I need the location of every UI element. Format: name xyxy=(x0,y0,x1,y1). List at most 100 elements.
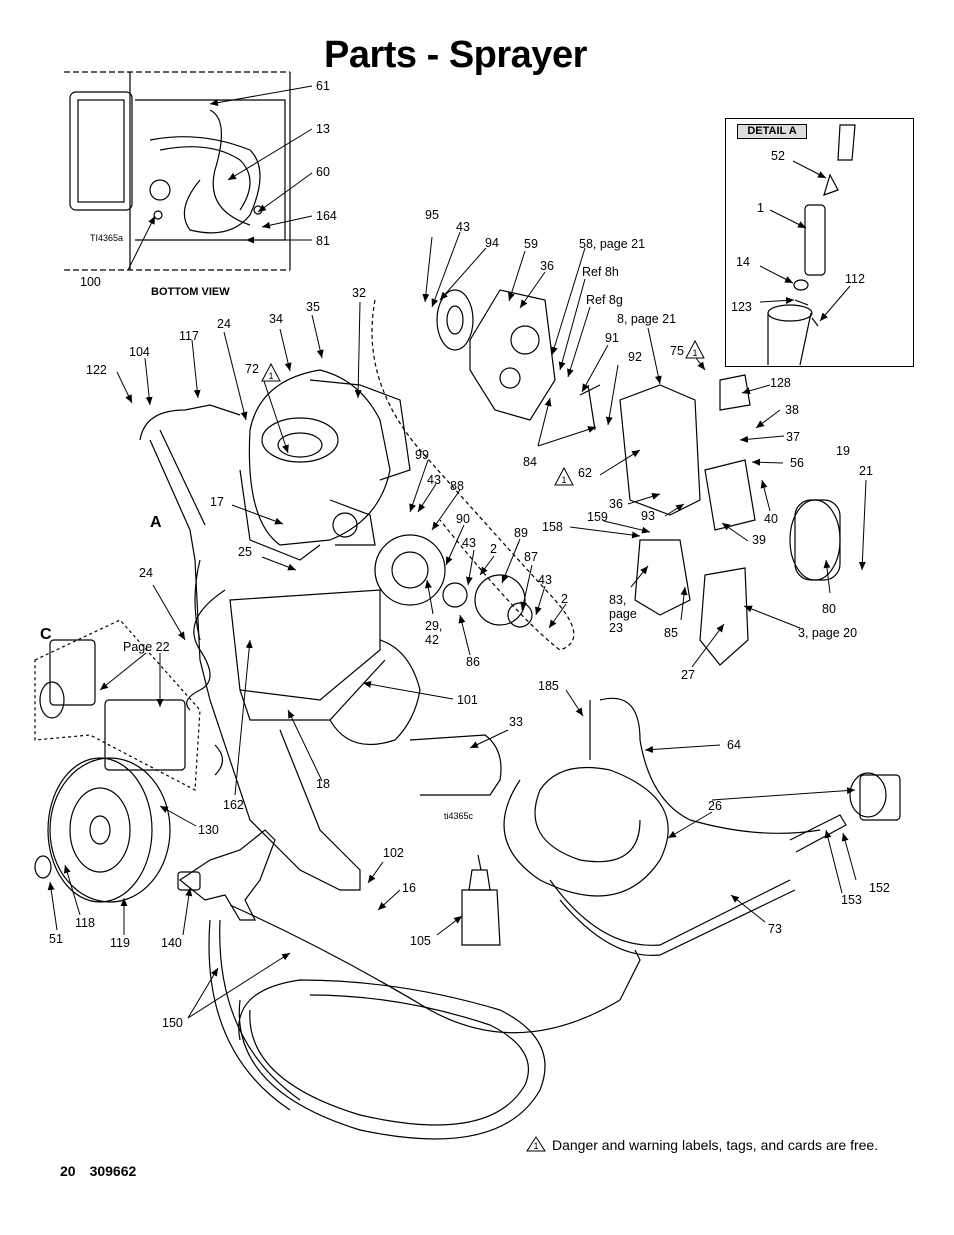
callout-88: 88 xyxy=(450,479,464,493)
callout-43: 43 xyxy=(462,536,476,550)
callout-40: 40 xyxy=(764,512,778,526)
callout-39: 39 xyxy=(752,533,766,547)
svg-text:1: 1 xyxy=(533,1141,538,1151)
callout-2: 2 xyxy=(561,592,568,606)
callout-87: 87 xyxy=(524,550,538,564)
callout-104: 104 xyxy=(129,345,150,359)
callout-91: 91 xyxy=(605,331,619,345)
warning-marker: 1 xyxy=(561,475,566,485)
callout-140: 140 xyxy=(161,936,182,950)
callout-26: 26 xyxy=(708,799,722,813)
callout-43: 43 xyxy=(538,573,552,587)
document-number: 309662 xyxy=(89,1163,137,1179)
callout-59: 59 xyxy=(524,237,538,251)
callout-150: 150 xyxy=(162,1016,183,1030)
callout-102: 102 xyxy=(383,846,404,860)
callout-60: 60 xyxy=(316,165,330,179)
callout-1: 1 xyxy=(757,201,764,215)
page-title: Parts - Sprayer xyxy=(324,34,587,76)
callout-75: 75 xyxy=(670,344,684,358)
callout-83: 83, page 23 xyxy=(609,593,637,635)
callout-34: 34 xyxy=(269,312,283,326)
callout-25: 25 xyxy=(238,545,252,559)
callout-36: 36 xyxy=(609,497,623,511)
bottom-view-label: BOTTOM VIEW xyxy=(151,286,230,298)
callout-35: 35 xyxy=(306,300,320,314)
callout-13: 13 xyxy=(316,122,330,136)
callout-95: 95 xyxy=(425,208,439,222)
detail-a-tag: DETAIL A xyxy=(737,124,807,139)
callout-29-42: 29, 42 xyxy=(425,619,443,647)
callout-130: 130 xyxy=(198,823,219,837)
callout-85: 85 xyxy=(664,626,678,640)
callout-14: 14 xyxy=(736,255,750,269)
warning-triangle-icon: 1 xyxy=(526,1136,546,1152)
callout-118: 118 xyxy=(75,916,95,930)
callout-153: 153 xyxy=(841,893,862,907)
callout-117: 117 xyxy=(179,329,199,343)
callout-123: 123 xyxy=(731,300,752,314)
callout-58: 58, page 21 xyxy=(579,237,646,251)
callout-38: 38 xyxy=(785,403,799,417)
callout-page-22: Page 22 xyxy=(123,640,170,654)
callout-52: 52 xyxy=(771,149,785,163)
callout-16: 16 xyxy=(402,881,416,895)
detail-letter-a: A xyxy=(150,514,162,531)
callout-101: 101 xyxy=(457,693,478,707)
warning-marker: 1 xyxy=(692,348,697,358)
callout-100: 100 xyxy=(80,275,101,289)
callout-64: 64 xyxy=(727,738,741,752)
page-number: 20 xyxy=(60,1163,76,1179)
callout-17: 17 xyxy=(210,495,224,509)
callout-164: 164 xyxy=(316,209,337,223)
callout-43: 43 xyxy=(456,220,470,234)
callout-73: 73 xyxy=(768,922,782,936)
callout-99: 99 xyxy=(415,448,429,462)
callout-90: 90 xyxy=(456,512,470,526)
callout-3: 3, page 20 xyxy=(798,626,858,640)
callout-ref-8g: Ref 8g xyxy=(586,293,623,307)
callout-51: 51 xyxy=(49,932,63,946)
callout-89: 89 xyxy=(514,526,528,540)
callout-93: 93 xyxy=(641,509,655,523)
callout-81: 81 xyxy=(316,234,330,248)
callout-72: 72 xyxy=(245,362,259,376)
detail-letter-c: C xyxy=(40,626,52,643)
callout-2: 2 xyxy=(490,542,497,556)
callout-36: 36 xyxy=(540,259,554,273)
callout-105: 105 xyxy=(410,934,431,948)
callout-33: 33 xyxy=(509,715,523,729)
callout-32: 32 xyxy=(352,286,366,300)
main-view-ref: ti4365c xyxy=(444,811,474,821)
callout-159: 159 xyxy=(587,510,608,524)
callout-56: 56 xyxy=(790,456,804,470)
callout-92: 92 xyxy=(628,350,642,364)
callout-185: 185 xyxy=(538,679,559,693)
callout-152: 152 xyxy=(869,881,890,895)
callout-80: 80 xyxy=(822,602,836,616)
callout-119: 119 xyxy=(110,936,130,950)
callout-18: 18 xyxy=(316,777,330,791)
callout-27: 27 xyxy=(681,668,695,682)
callout-21: 21 xyxy=(859,464,873,478)
page-footer: 20 309662 xyxy=(60,1163,150,1179)
detail-a-box xyxy=(725,118,914,367)
callout-94: 94 xyxy=(485,236,499,250)
callout-24: 24 xyxy=(139,566,153,580)
callout-122: 122 xyxy=(86,363,107,377)
callout-8: 8, page 21 xyxy=(617,312,677,326)
bottom-view-ref: TI4365a xyxy=(90,233,124,243)
callout-128: 128 xyxy=(770,376,791,390)
callout-ref-8h: Ref 8h xyxy=(582,265,619,279)
callout-61: 61 xyxy=(316,79,330,93)
callout-162: 162 xyxy=(223,798,244,812)
callout-112: 112 xyxy=(845,272,865,286)
callout-84: 84 xyxy=(523,455,537,469)
callout-37: 37 xyxy=(786,430,800,444)
callout-43: 43 xyxy=(427,473,441,487)
callout-86: 86 xyxy=(466,655,480,669)
callout-24: 24 xyxy=(217,317,231,331)
